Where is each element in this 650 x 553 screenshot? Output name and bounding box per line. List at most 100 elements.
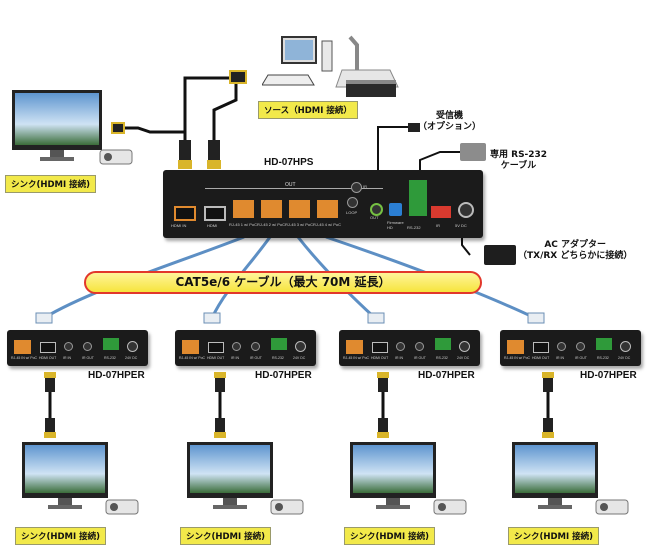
receiver-model-3: HD-07HPER	[418, 370, 475, 381]
receiver-unit-2: RJ-45 IN w/ PoC HDMI OUT IR IN IR OUT RS…	[175, 330, 316, 366]
rx-rj45-port	[346, 340, 363, 354]
ir-jack	[351, 182, 362, 193]
rx-rj45-port	[14, 340, 31, 354]
player-device-icon	[346, 83, 396, 97]
sink-label-2: シンク(HDMI 接続)	[180, 527, 272, 545]
hdmi-out-port	[204, 206, 226, 221]
rs232-cable-label: 専用 RS-232 ケーブル	[490, 150, 548, 171]
rx-ir-out-label: IR OUT	[250, 356, 262, 360]
rx-rs232-label: RS-232	[104, 356, 116, 360]
rx-dc-label: 24V DC	[293, 356, 306, 360]
rx-rs232-terminal	[596, 338, 612, 350]
sink-monitor-3	[350, 442, 467, 515]
projector-icon	[595, 499, 629, 515]
hdmi-plug	[178, 160, 192, 169]
hdmi-cable-sink	[120, 126, 185, 134]
rx-hdmi-plug-bodies	[45, 378, 553, 432]
hdmi-cable-source	[183, 76, 236, 140]
rx-hdmi-port	[533, 342, 549, 353]
source-devices	[262, 35, 399, 97]
rs232-panel-label: RS-232	[407, 225, 421, 230]
ac-adapter-label: AC アダプター （TX/RX どちらかに接続）	[518, 240, 633, 261]
rj45-port-2	[261, 200, 282, 218]
hdmi-cable-source-2	[212, 78, 238, 140]
out-jack	[370, 203, 383, 216]
rx-rs232-terminal	[435, 338, 451, 350]
sink-label-top: シンク(HDMI 接続)	[5, 175, 97, 193]
receiver-optional-label: 受信機 （オプション）	[418, 111, 482, 132]
rx-ir-out-jack	[576, 342, 585, 351]
sink-monitor-1	[22, 442, 139, 515]
receiver-unit-4: RJ-45 IN w/ PoC HDMI OUT IR IN IR OUT RS…	[500, 330, 641, 366]
rx-ir-in-jack	[396, 342, 405, 351]
hd07hps-unit: OUT HDMI IN HDMI RJ-45 1 w/ PoC RJ-45 2 …	[163, 170, 483, 238]
hdmi-plug	[229, 70, 247, 84]
rx-rj45-label: RJ-45 IN w/ PoC	[11, 356, 38, 360]
rx-dc-label: 24V DC	[125, 356, 138, 360]
rx-ir-out-label: IR OUT	[82, 356, 94, 360]
rx-ir-out-jack	[415, 342, 424, 351]
rj45-port-1	[233, 200, 254, 218]
rx-hdmi-port	[40, 342, 56, 353]
rx-hdmi-port	[208, 342, 224, 353]
keyboard-icon	[262, 74, 315, 86]
main-model-label: HD-07HPS	[264, 157, 314, 168]
rx-dc-jack	[127, 341, 138, 352]
rj45-label-4: RJ-45 4 w/ PoC	[313, 222, 342, 227]
hdmi-plug	[111, 122, 125, 134]
rx-dc-jack	[459, 341, 470, 352]
dip-switch	[431, 206, 451, 218]
ir-label: IR	[363, 184, 367, 189]
rx-dc-jack	[620, 341, 631, 352]
rx-ir-in-label: IR IN	[556, 356, 564, 360]
rj45-plug	[527, 312, 545, 324]
hdmi-plug	[207, 160, 221, 169]
sink-monitor-2	[187, 442, 304, 515]
cat-cable-banner: CAT5e/6 ケーブル（最大 70M 延長）	[84, 271, 482, 294]
rx-dc-label: 24V DC	[457, 356, 470, 360]
rx-rj45-port	[182, 340, 199, 354]
rx-rj45-label: RJ-45 IN w/ PoC	[504, 356, 531, 360]
ir-in-label: IR	[436, 223, 440, 228]
rj45-plug	[35, 312, 53, 324]
rx-rs232-terminal	[271, 338, 287, 350]
receiver-model-1: HD-07HPER	[88, 370, 145, 381]
rx-ir-in-jack	[64, 342, 73, 351]
rx-rj45-label: RJ-45 IN w/ PoC	[343, 356, 370, 360]
rx-hdmi-cables	[48, 372, 550, 438]
projector-icon	[105, 499, 139, 515]
loop-label: LOOP	[346, 210, 358, 215]
rj45-label-3: RJ-45 3 w/ PoC	[285, 222, 314, 227]
ac-adapter-icon	[484, 245, 516, 265]
receiver-model-4: HD-07HPER	[580, 370, 637, 381]
out-bracket	[205, 188, 383, 189]
sink-label-3: シンク(HDMI 接続)	[344, 527, 436, 545]
rx-rs232-label: RS-232	[272, 356, 284, 360]
rx-hdmi-port	[372, 342, 388, 353]
rx-ir-in-jack	[557, 342, 566, 351]
rx-hdmi-label: HDMI OUT	[207, 356, 225, 360]
hdmi-out-label: HDMI	[207, 223, 218, 228]
rx-ir-out-jack	[251, 342, 260, 351]
rx-ir-out-jack	[83, 342, 92, 351]
rx-rs232-terminal	[103, 338, 119, 350]
out-label: OUT	[370, 215, 379, 220]
rs232-terminal	[409, 180, 427, 216]
rx-rs232-label: RS-232	[436, 356, 448, 360]
rx-dc-label: 24V DC	[618, 356, 631, 360]
rx-rj45-label: RJ-45 IN w/ PoC	[179, 356, 206, 360]
rx-ir-in-jack	[232, 342, 241, 351]
out-group-label: OUT	[285, 182, 296, 188]
source-label: ソース（HDMI 接続）	[258, 101, 358, 119]
rj45-label-2: RJ-45 2 w/ PoC	[257, 222, 286, 227]
rx-dc-jack	[295, 341, 306, 352]
firmware-dial-icon	[389, 203, 402, 216]
rj45-plug	[367, 312, 385, 324]
firmware-label: Firmware HD	[387, 220, 404, 230]
rx-rs232-label: RS-232	[597, 356, 609, 360]
hdmi-plug	[208, 140, 220, 162]
rx-ir-in-label: IR IN	[395, 356, 403, 360]
rs232-cable	[419, 151, 470, 178]
projector-icon	[270, 499, 304, 515]
receiver-unit-1: RJ-45 IN w/ PoC HDMI OUT IR IN IR OUT RS…	[7, 330, 148, 366]
